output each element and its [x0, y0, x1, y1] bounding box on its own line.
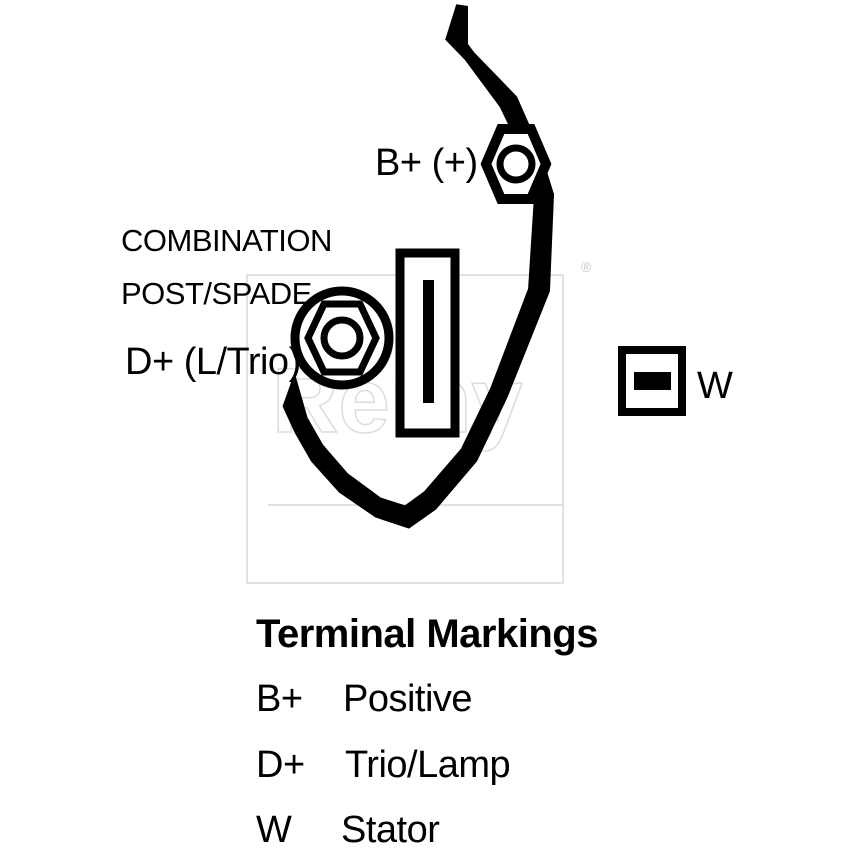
legend-code-b-plus: B+ [256, 678, 303, 720]
d-plus-terminal-post [290, 286, 394, 390]
spade-terminal [395, 248, 460, 438]
legend-meaning-stator: Stator [341, 809, 440, 851]
combination-label-line2: POST/SPADE [121, 276, 312, 311]
legend-code-d-plus: D+ [256, 744, 305, 786]
legend-title: Terminal Markings [256, 612, 598, 656]
legend-meaning-trio-lamp: Trio/Lamp [345, 744, 511, 786]
w-label: W [697, 365, 733, 407]
d-plus-label: D+ (L/Trio) [125, 341, 301, 383]
b-plus-terminal-nut [480, 124, 552, 204]
legend-code-w: W [256, 809, 292, 851]
housing-outline [282, 4, 555, 529]
combination-label-line1: COMBINATION [121, 223, 332, 258]
w-terminal [618, 346, 686, 416]
b-plus-label: B+ (+) [375, 142, 478, 184]
legend-meaning-positive: Positive [343, 678, 473, 720]
registered-mark: ® [581, 259, 592, 275]
